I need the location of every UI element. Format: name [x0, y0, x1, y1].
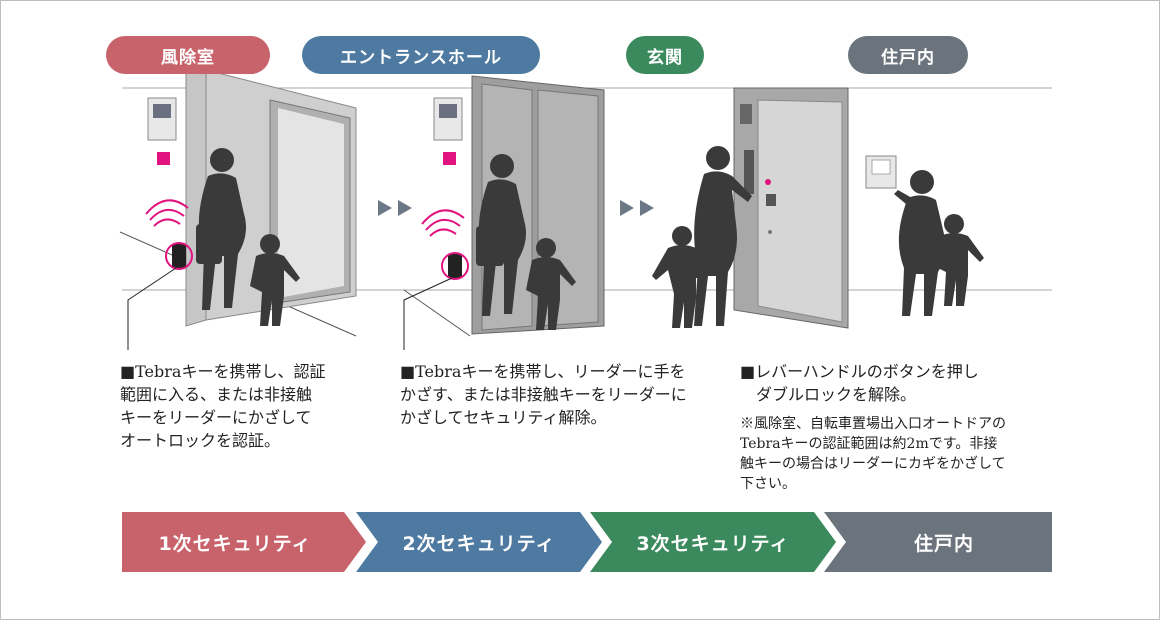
caption-line: キーをリーダーにかざして — [120, 408, 312, 427]
woman-silhouette — [894, 170, 946, 316]
note-line: Tebraキーの認証範囲は約2mです。非接 — [740, 436, 998, 452]
entrance-hall-scene — [403, 75, 605, 350]
child-silhouette — [652, 226, 700, 328]
note-line: 触キーの場合はリーダーにカギをかざして — [740, 456, 1006, 472]
woman-silhouette — [476, 154, 526, 316]
security-level-3: 3次セキュリティ — [590, 512, 836, 572]
child-silhouette — [526, 238, 576, 330]
vestibule-scene — [119, 69, 357, 350]
caption-line: ダブルロックを解除。 — [740, 385, 917, 404]
stage-vestibule-label: 風除室 — [106, 36, 270, 74]
note-line: 下さい。 — [740, 476, 796, 492]
front-door-scene — [652, 87, 849, 329]
security-level-label: 1次セキュリティ — [158, 532, 312, 555]
tebra-logo-icon — [443, 152, 456, 165]
woman-silhouette — [694, 146, 752, 326]
double-triangle-icon — [378, 200, 412, 216]
caption-line: かざす、または非接触キーをリーダーに — [400, 385, 687, 404]
dwelling-scene — [865, 155, 984, 316]
caption-line: 範囲に入る、または非接触 — [120, 385, 313, 404]
security-level-label: 2次セキュリティ — [402, 532, 556, 555]
stage-dwelling-label: 住戸内 — [848, 36, 968, 74]
child-silhouette — [934, 214, 984, 306]
caption-note: ※風除室、自転車置場出入口オートドアの Tebraキーの認証範囲は約2mです。非… — [740, 414, 1050, 494]
wireless-signal-icon — [145, 199, 189, 227]
caption-step1: ■Tebraキーを携帯し、認証 範囲に入る、または非接触 キーをリーダーにかざし… — [120, 360, 380, 452]
tebra-logo-icon — [157, 152, 170, 165]
caption-step2: ■Tebraキーを携帯し、リーダーに手を かざす、または非接触キーをリーダーに … — [400, 360, 720, 429]
caption-line: オートロックを認証。 — [120, 431, 281, 450]
stage-entrance-hall-label: エントランスホール — [302, 36, 540, 74]
caption-line: ■レバーハンドルのボタンを押し — [740, 362, 979, 381]
security-level-label: 3次セキュリティ — [636, 532, 790, 555]
door-lock-panel — [744, 150, 754, 194]
caption-line: ■Tebraキーを携帯し、認証 — [120, 362, 326, 381]
stage-front-door-label: 玄関 — [626, 36, 704, 74]
note-line: ※風除室、自転車置場出入口オートドアの — [740, 416, 1006, 432]
caption-step3: ■レバーハンドルのボタンを押し ダブルロックを解除。 — [740, 360, 1040, 406]
woman-silhouette — [196, 148, 246, 310]
security-level-1: 1次セキュリティ — [122, 512, 366, 572]
caption-line: かざしてセキュリティ解除。 — [400, 408, 607, 427]
security-level-dwelling: 住戸内 — [824, 512, 1052, 572]
child-silhouette — [250, 234, 300, 326]
security-level-2: 2次セキュリティ — [356, 512, 602, 572]
double-triangle-icon — [620, 200, 654, 216]
caption-line: ■Tebraキーを携帯し、リーダーに手を — [400, 362, 686, 381]
security-level-label: 住戸内 — [913, 532, 974, 555]
wireless-signal-icon — [421, 209, 465, 237]
